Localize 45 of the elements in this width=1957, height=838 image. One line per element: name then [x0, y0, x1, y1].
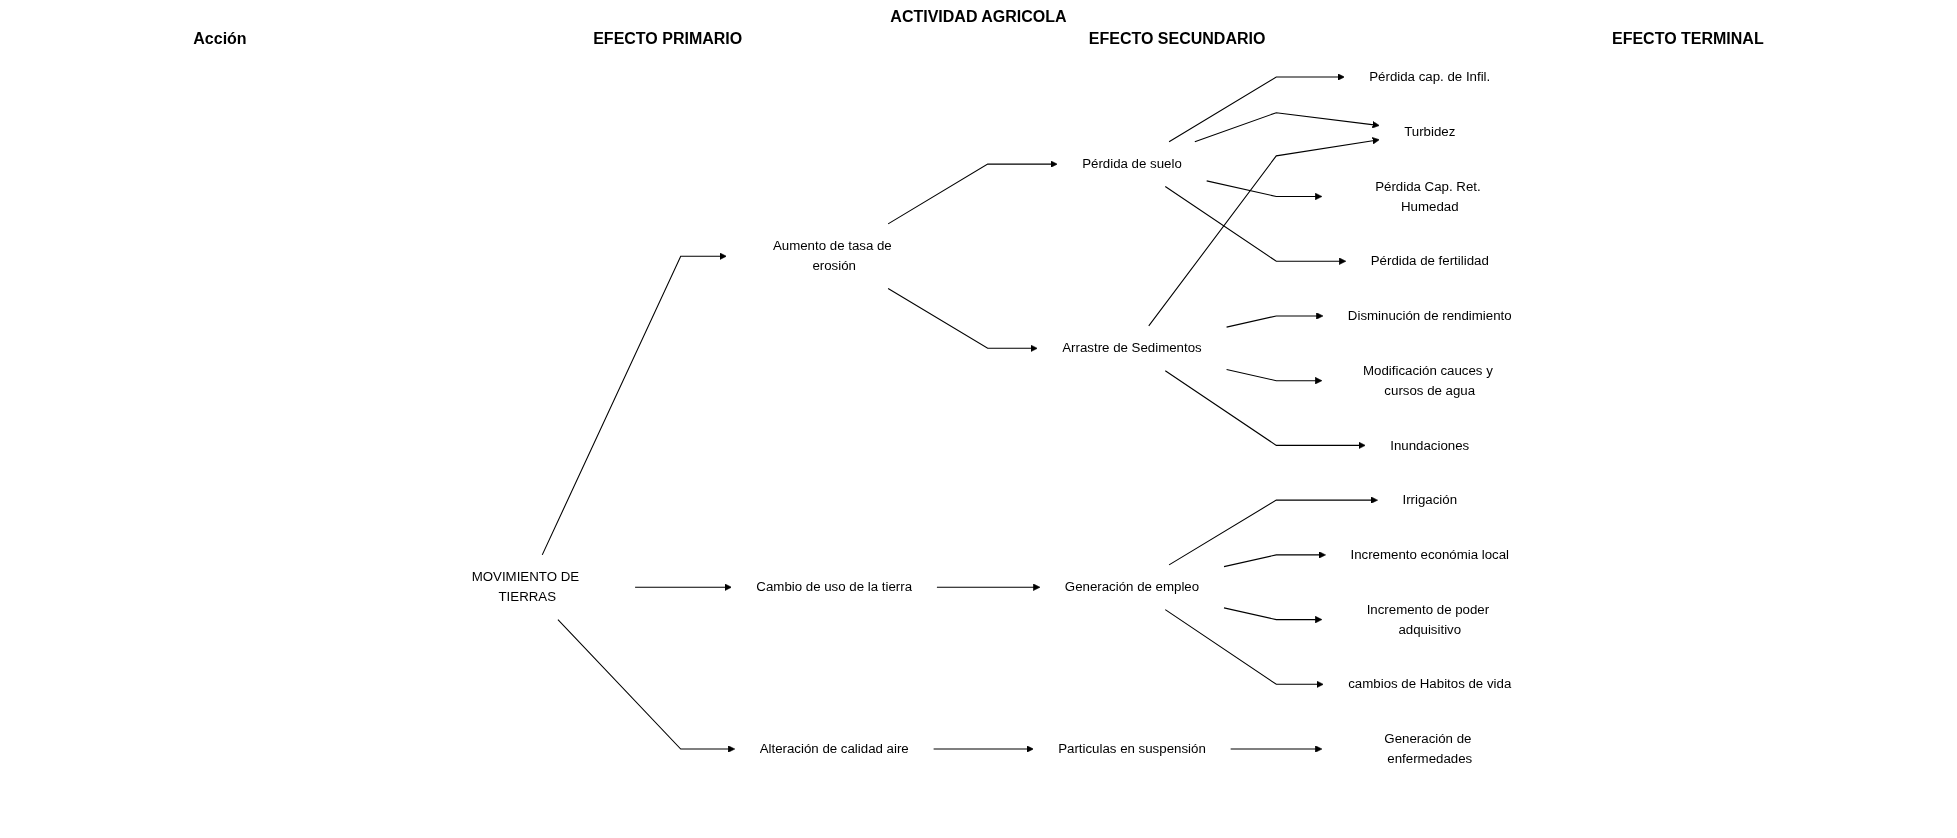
arrow: [1223, 607, 1323, 624]
arrow: [1164, 186, 1347, 265]
column-heading: EFECTO PRIMARIO: [593, 30, 743, 48]
node-text: Pérdida de suelo: [1082, 156, 1182, 171]
arrow: [634, 583, 732, 591]
node-text: Modificación cauces y cursos de agua: [1362, 363, 1493, 398]
arrow: [1226, 369, 1323, 385]
node-text: Incremento económia local: [1350, 547, 1510, 562]
node-text: Arrastre de Sedimentos: [1062, 340, 1202, 355]
arrow: [936, 583, 1041, 591]
arrow: [1168, 496, 1378, 566]
arrow: [887, 160, 1058, 225]
node-text: Disminución de rendimiento: [1347, 308, 1512, 323]
node-text: Generación de empleo: [1064, 579, 1200, 594]
arrow: [1148, 137, 1380, 327]
arrow: [887, 288, 1038, 352]
arrow: [1164, 609, 1324, 688]
arrow: [1223, 551, 1326, 568]
node-text: Alteración de calidad aire: [759, 741, 909, 756]
arrow: [1206, 180, 1323, 201]
node-text: Particulas en suspensión: [1058, 741, 1206, 756]
arrow: [1194, 112, 1380, 143]
node-text: MOVIMIENTO DE TIERRAS: [471, 569, 580, 604]
node-text: Aumento de tasa de erosión: [772, 238, 892, 273]
node-text: Incremento de poder adquisitivo: [1366, 602, 1490, 637]
node-text: Turbidez: [1404, 124, 1456, 139]
arrow: [557, 619, 736, 753]
node-text: Pérdida Cap. Ret. Humedad: [1375, 179, 1481, 214]
node-text: Generación de enfermedades: [1384, 731, 1473, 766]
arrow: [1226, 312, 1324, 328]
arrow: [541, 252, 727, 556]
node-text: Pérdida cap. de Infil.: [1369, 69, 1491, 84]
column-heading: EFECTO SECUNDARIO: [1088, 30, 1266, 48]
column-heading: EFECTO TERMINAL: [1611, 30, 1764, 48]
diagram-title: ACTIVIDAD AGRICOLA: [889, 8, 1068, 26]
arrow: [1164, 370, 1366, 450]
node-text: Pérdida de fertilidad: [1370, 253, 1489, 268]
node-text: Cambio de uso de la tierra: [756, 579, 913, 594]
arrow: [933, 745, 1034, 753]
node-text: cambios de Habitos de vida: [1348, 676, 1512, 691]
arrow: [1168, 73, 1345, 143]
node-text: Inundaciones: [1390, 437, 1470, 453]
arrow: [1230, 745, 1323, 753]
column-heading: Acción: [193, 30, 247, 48]
node-text: Irrigación: [1402, 492, 1458, 507]
